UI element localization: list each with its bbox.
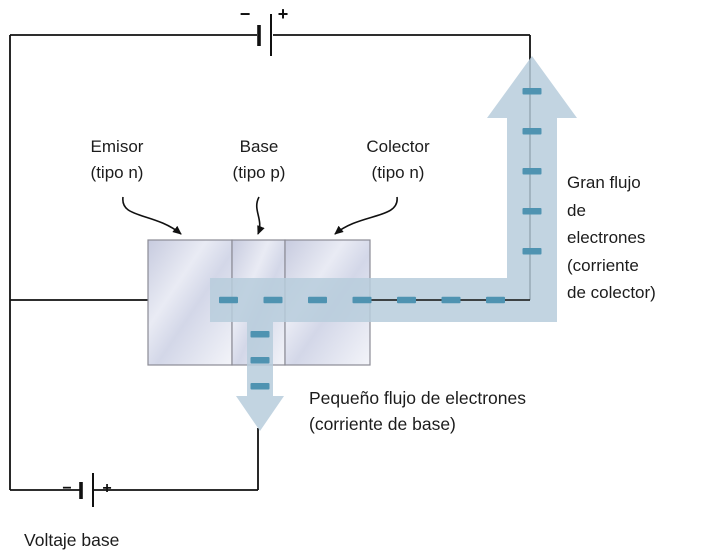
- collector-pointer-arrow: [334, 196, 398, 235]
- top-battery-plus-sign: +: [277, 4, 289, 24]
- electron-dashes-vertical: [522, 88, 542, 255]
- electron-dashes-horizontal: [219, 296, 505, 304]
- collector-label: Colector (tipo n): [366, 137, 430, 183]
- emitter-label: Emisor (tipo n): [90, 137, 144, 183]
- collector-current-label: Gran flujo de electrones (corriente de c…: [567, 173, 656, 303]
- base-current-arrow: [236, 322, 284, 431]
- electron-dashes-base: [250, 331, 270, 390]
- collector-current-arrow: [210, 56, 577, 322]
- top-battery-symbol: [257, 14, 272, 56]
- bottom-battery-symbol: [79, 473, 94, 507]
- base-current-label: Pequeño flujo de electrones (corriente d…: [309, 388, 526, 435]
- label-pointers: [122, 196, 398, 235]
- bottom-battery-minus-sign: −: [62, 480, 72, 497]
- base-label: Base (tipo p): [232, 137, 286, 183]
- bottom-battery-plus-sign: +: [102, 480, 112, 497]
- emitter-pointer-arrow: [122, 196, 182, 235]
- top-battery-minus-sign: −: [239, 4, 251, 24]
- base-voltage-label: Voltaje base: [24, 530, 120, 550]
- base-pointer-arrow: [255, 196, 265, 235]
